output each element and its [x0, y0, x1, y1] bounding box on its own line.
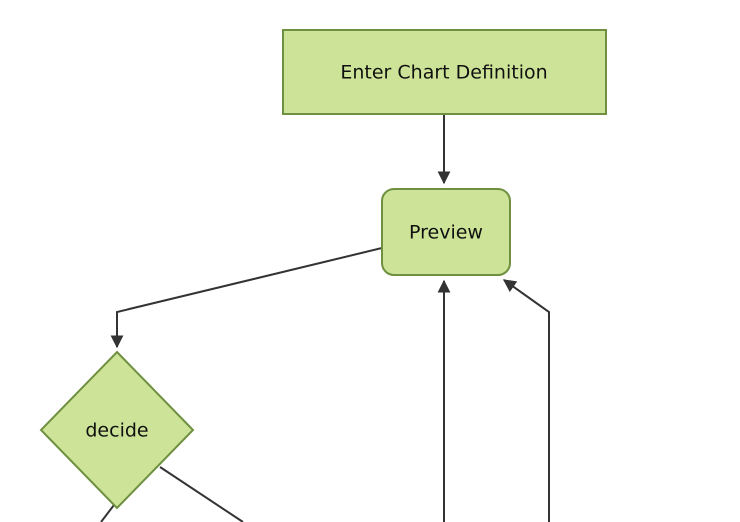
node-decide-label: decide — [85, 420, 148, 442]
node-enter-chart-definition-shape[interactable] — [282, 29, 607, 115]
node-preview-shape[interactable] — [381, 188, 511, 276]
node-decide-shape[interactable] — [39, 350, 195, 510]
edge-bottom-right-to-preview — [502, 279, 550, 522]
node-decide[interactable]: decide — [39, 350, 195, 510]
edge-decide-to-offscreen-left — [100, 504, 115, 522]
node-enter-chart-definition[interactable]: Enter Chart Definition — [282, 29, 607, 115]
node-preview-label: Preview — [409, 222, 483, 244]
edge-decide-to-offscreen-right — [159, 466, 244, 522]
edge-preview-to-decide — [110, 247, 383, 349]
edge-layer — [100, 114, 550, 522]
node-enter-chart-definition-label: Enter Chart Definition — [340, 62, 547, 84]
node-layer: Enter Chart Definition Preview decide — [39, 29, 607, 510]
node-preview[interactable]: Preview — [381, 188, 511, 276]
